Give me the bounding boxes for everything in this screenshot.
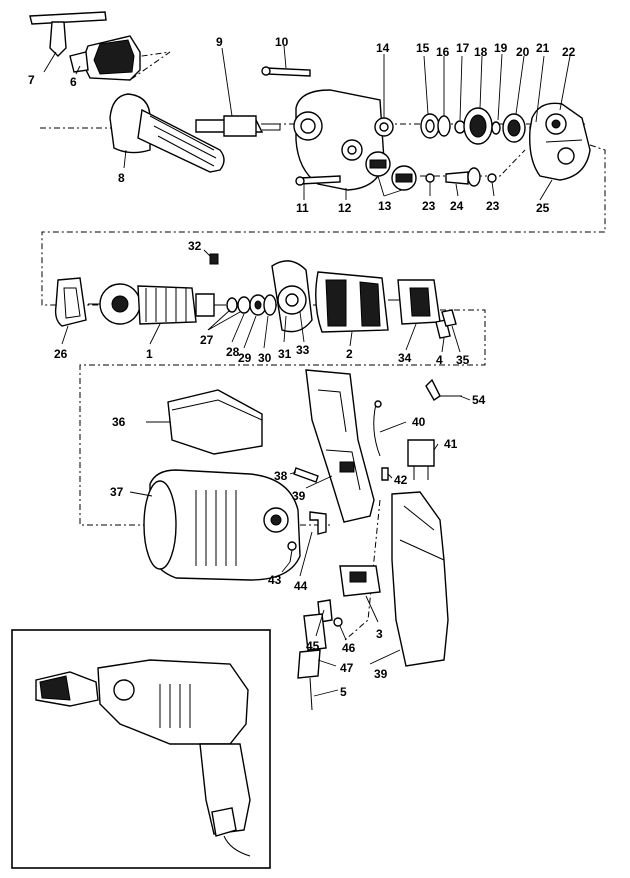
label-3: 3 bbox=[376, 627, 383, 641]
label-24: 24 bbox=[450, 199, 464, 213]
label-22: 22 bbox=[562, 45, 576, 59]
label-47: 47 bbox=[340, 661, 354, 675]
label-14: 14 bbox=[376, 41, 390, 55]
label-28: 28 bbox=[226, 345, 240, 359]
label-16: 16 bbox=[436, 45, 450, 59]
leader-lines bbox=[43, 45, 571, 697]
label-9: 9 bbox=[216, 35, 223, 49]
label-23b: 23 bbox=[486, 199, 500, 213]
gear-train bbox=[374, 107, 539, 145]
label-27: 27 bbox=[200, 333, 214, 347]
cover-plate bbox=[167, 389, 263, 455]
label-46: 46 bbox=[342, 641, 356, 655]
label-17: 17 bbox=[456, 41, 470, 55]
label-15: 15 bbox=[416, 41, 430, 55]
label-25: 25 bbox=[536, 201, 550, 215]
label-21: 21 bbox=[536, 41, 550, 55]
label-20: 20 bbox=[516, 45, 530, 59]
handle-half-left bbox=[305, 369, 375, 523]
chuck bbox=[69, 35, 141, 81]
switch-accessories bbox=[373, 378, 462, 481]
label-43: 43 bbox=[268, 573, 282, 587]
label-35: 35 bbox=[456, 353, 470, 367]
fan-baffle bbox=[271, 260, 313, 333]
label-42: 42 bbox=[394, 473, 408, 487]
label-36: 36 bbox=[112, 415, 126, 429]
part-number-labels: 7 6 8 9 10 14 15 16 17 18 19 20 21 22 11… bbox=[28, 35, 576, 699]
chuck-key bbox=[29, 11, 107, 57]
screw-11 bbox=[295, 175, 341, 186]
spindle bbox=[195, 115, 281, 137]
label-6: 6 bbox=[70, 75, 77, 89]
label-12: 12 bbox=[338, 201, 352, 215]
label-10: 10 bbox=[275, 35, 289, 49]
assembled-drill-inset bbox=[11, 629, 271, 869]
label-30: 30 bbox=[258, 351, 272, 365]
screw-and-clamp bbox=[287, 511, 327, 563]
label-31: 31 bbox=[278, 347, 292, 361]
label-54: 54 bbox=[472, 393, 486, 407]
label-26: 26 bbox=[54, 347, 68, 361]
gear-case-cover bbox=[529, 102, 591, 181]
label-11: 11 bbox=[296, 201, 309, 215]
label-38: 38 bbox=[274, 469, 288, 483]
label-2: 2 bbox=[346, 347, 353, 361]
label-7: 7 bbox=[28, 73, 35, 87]
brush-holder bbox=[397, 279, 441, 325]
side-handle bbox=[109, 93, 225, 173]
spring-clip bbox=[54, 277, 87, 327]
label-4: 4 bbox=[436, 353, 443, 367]
motor-housing bbox=[143, 469, 301, 581]
label-19: 19 bbox=[494, 41, 508, 55]
cord-guard-and-cord bbox=[297, 613, 327, 711]
label-37: 37 bbox=[110, 485, 124, 499]
label-41: 41 bbox=[444, 437, 458, 451]
label-34: 34 bbox=[398, 351, 412, 365]
label-32: 32 bbox=[188, 239, 202, 253]
carbon-brushes bbox=[435, 309, 457, 339]
armature bbox=[88, 283, 226, 325]
label-40: 40 bbox=[412, 415, 426, 429]
pinion-and-washers bbox=[425, 167, 497, 187]
trigger-switch bbox=[339, 565, 381, 597]
label-45: 45 bbox=[306, 639, 320, 653]
screw-38 bbox=[293, 467, 319, 483]
bearings-washers bbox=[226, 294, 277, 316]
label-5: 5 bbox=[340, 685, 347, 699]
label-33: 33 bbox=[296, 343, 310, 357]
mode-knobs bbox=[365, 151, 417, 191]
label-18: 18 bbox=[474, 45, 488, 59]
label-8: 8 bbox=[118, 171, 125, 185]
label-1: 1 bbox=[146, 347, 153, 361]
gear-housing bbox=[293, 89, 385, 191]
label-29: 29 bbox=[238, 351, 252, 365]
field-stator bbox=[315, 271, 400, 333]
label-39b: 39 bbox=[374, 667, 388, 681]
handle-half-right bbox=[391, 491, 449, 667]
label-13: 13 bbox=[378, 199, 392, 213]
label-39a: 39 bbox=[292, 489, 306, 503]
clip-32 bbox=[209, 253, 219, 265]
label-23a: 23 bbox=[422, 199, 436, 213]
label-44: 44 bbox=[294, 579, 308, 593]
screw-10 bbox=[261, 66, 311, 77]
